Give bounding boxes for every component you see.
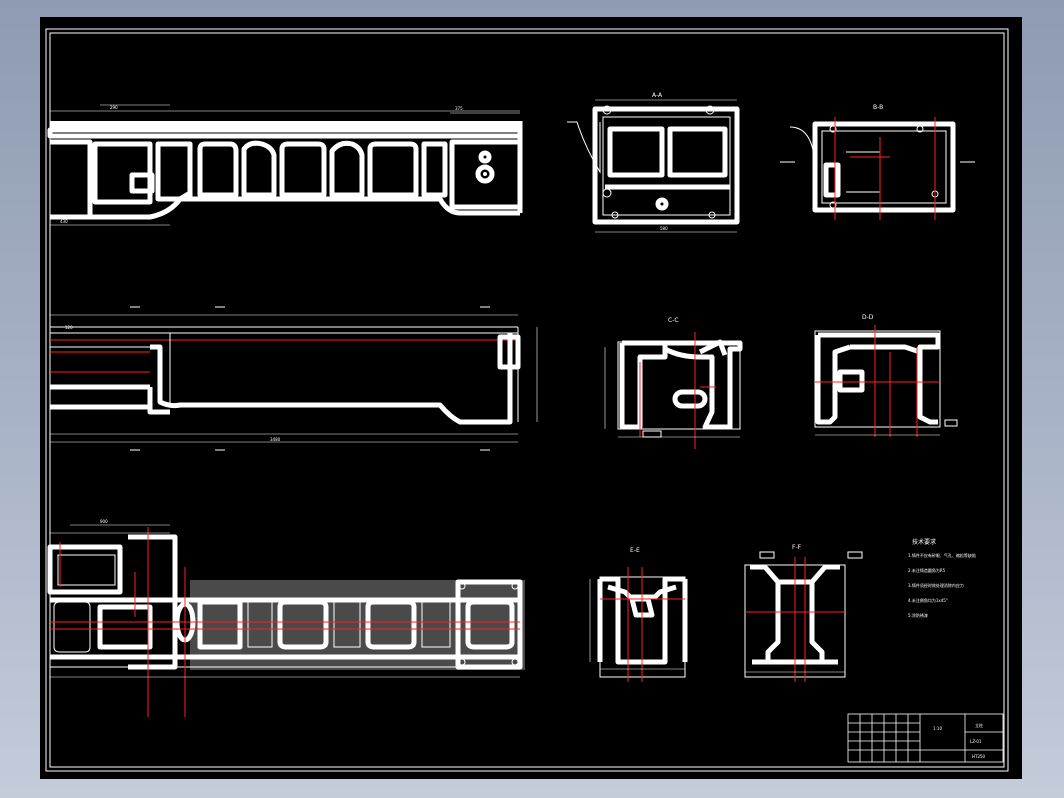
svg-text:3480: 3480 <box>270 437 281 442</box>
title-block-scale: 1:10 <box>933 726 942 731</box>
svg-text:580: 580 <box>660 226 668 231</box>
svg-text:900: 900 <box>100 519 108 524</box>
svg-text:430: 430 <box>60 219 68 224</box>
notes-item: 1.铸件不应有砂眼、气孔、缩松等缺陷 <box>908 552 976 558</box>
section-f-view: F-F <box>744 544 863 682</box>
section-d-view: D-D <box>814 314 958 437</box>
svg-text:120: 120 <box>65 325 73 330</box>
section-c-label: C-C <box>668 317 679 324</box>
section-e-view: E-E <box>589 547 688 682</box>
notes-item: 2.未注铸造圆角为R5 <box>908 567 946 573</box>
svg-text:290: 290 <box>110 105 118 110</box>
notes-item: 4.未注倒角均为1x45° <box>908 597 948 603</box>
section-b-view: B-B <box>780 104 975 220</box>
notes-item: 5.涂防锈漆 <box>908 612 928 618</box>
section-d-label: D-D <box>862 314 874 321</box>
title-block: 1:10 立柱 LZ-01 HT250 <box>847 713 1004 763</box>
section-a-view: A-A 580 <box>567 92 740 233</box>
technical-notes: 技术要求 1.铸件不应有砂眼、气孔、缩松等缺陷 2.未注铸造圆角为R5 3.铸件… <box>908 538 976 618</box>
section-b-label: B-B <box>873 104 883 111</box>
cad-drawing: 290 375 430 3480 120 <box>45 28 1009 772</box>
drawing-inner-border <box>49 32 1005 768</box>
title-block-material: HT250 <box>972 754 986 759</box>
section-c-view: C-C <box>604 317 743 449</box>
section-a-label: A-A <box>652 92 663 99</box>
drawing-canvas: 290 375 430 3480 120 <box>40 17 1022 779</box>
top-elevation-view: 290 375 430 <box>47 104 523 226</box>
notes-heading: 技术要求 <box>912 538 936 546</box>
notes-item: 3.铸件须经时效处理消除内应力 <box>908 582 964 588</box>
bottom-plan-view: 900 <box>47 519 525 717</box>
section-f-label: F-F <box>792 544 802 551</box>
title-block-part-name: 立柱 <box>975 722 983 728</box>
title-block-drawing-number: LZ-01 <box>970 739 982 744</box>
drawing-border <box>45 28 1009 772</box>
section-e-label: E-E <box>630 547 640 554</box>
middle-elevation-view: 3480 120 <box>50 306 538 451</box>
svg-text:375: 375 <box>455 106 463 111</box>
